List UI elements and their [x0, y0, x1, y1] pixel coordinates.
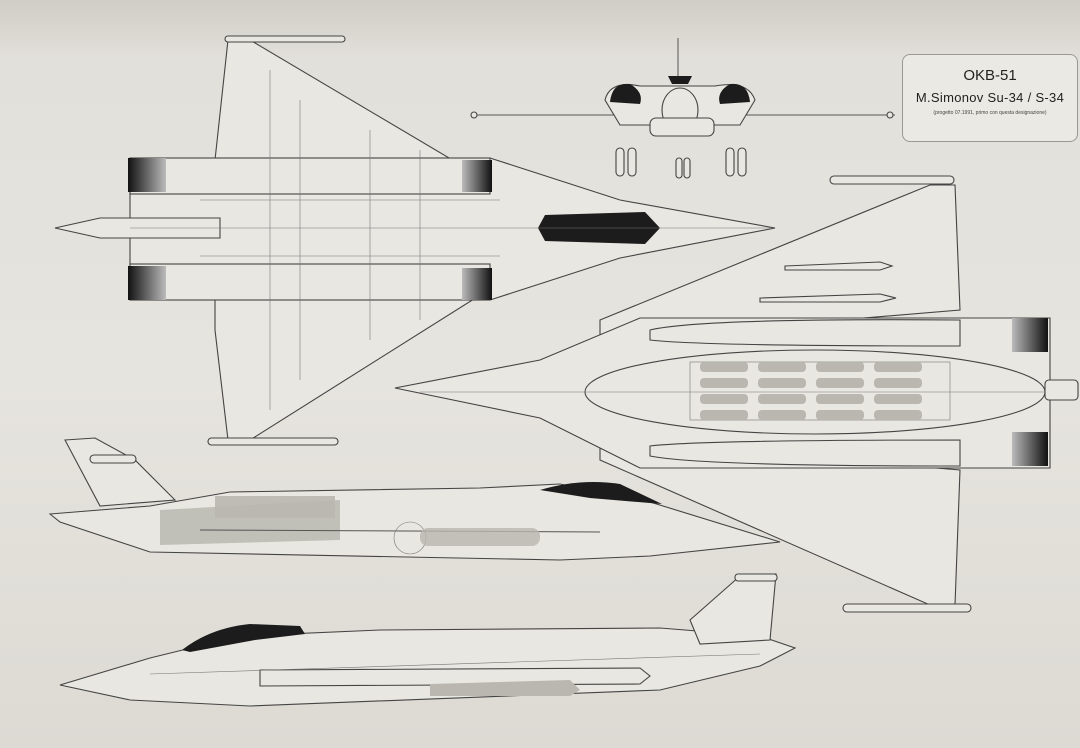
bottom-view — [394, 175, 1079, 613]
front-view — [470, 38, 895, 179]
title-block: OKB-51 M.Simonov Su-34 / S-34 (progetto … — [902, 54, 1078, 142]
design-bureau-label: OKB-51 — [963, 67, 1017, 84]
aircraft-designation: M.Simonov Su-34 / S-34 — [915, 90, 1065, 105]
top-view — [54, 35, 776, 446]
side-view-upper — [48, 437, 781, 561]
bomb-rack — [700, 362, 922, 420]
project-note: (progetto 07.1991, primo con questa desi… — [933, 110, 1047, 116]
side-view-lower — [59, 573, 797, 707]
